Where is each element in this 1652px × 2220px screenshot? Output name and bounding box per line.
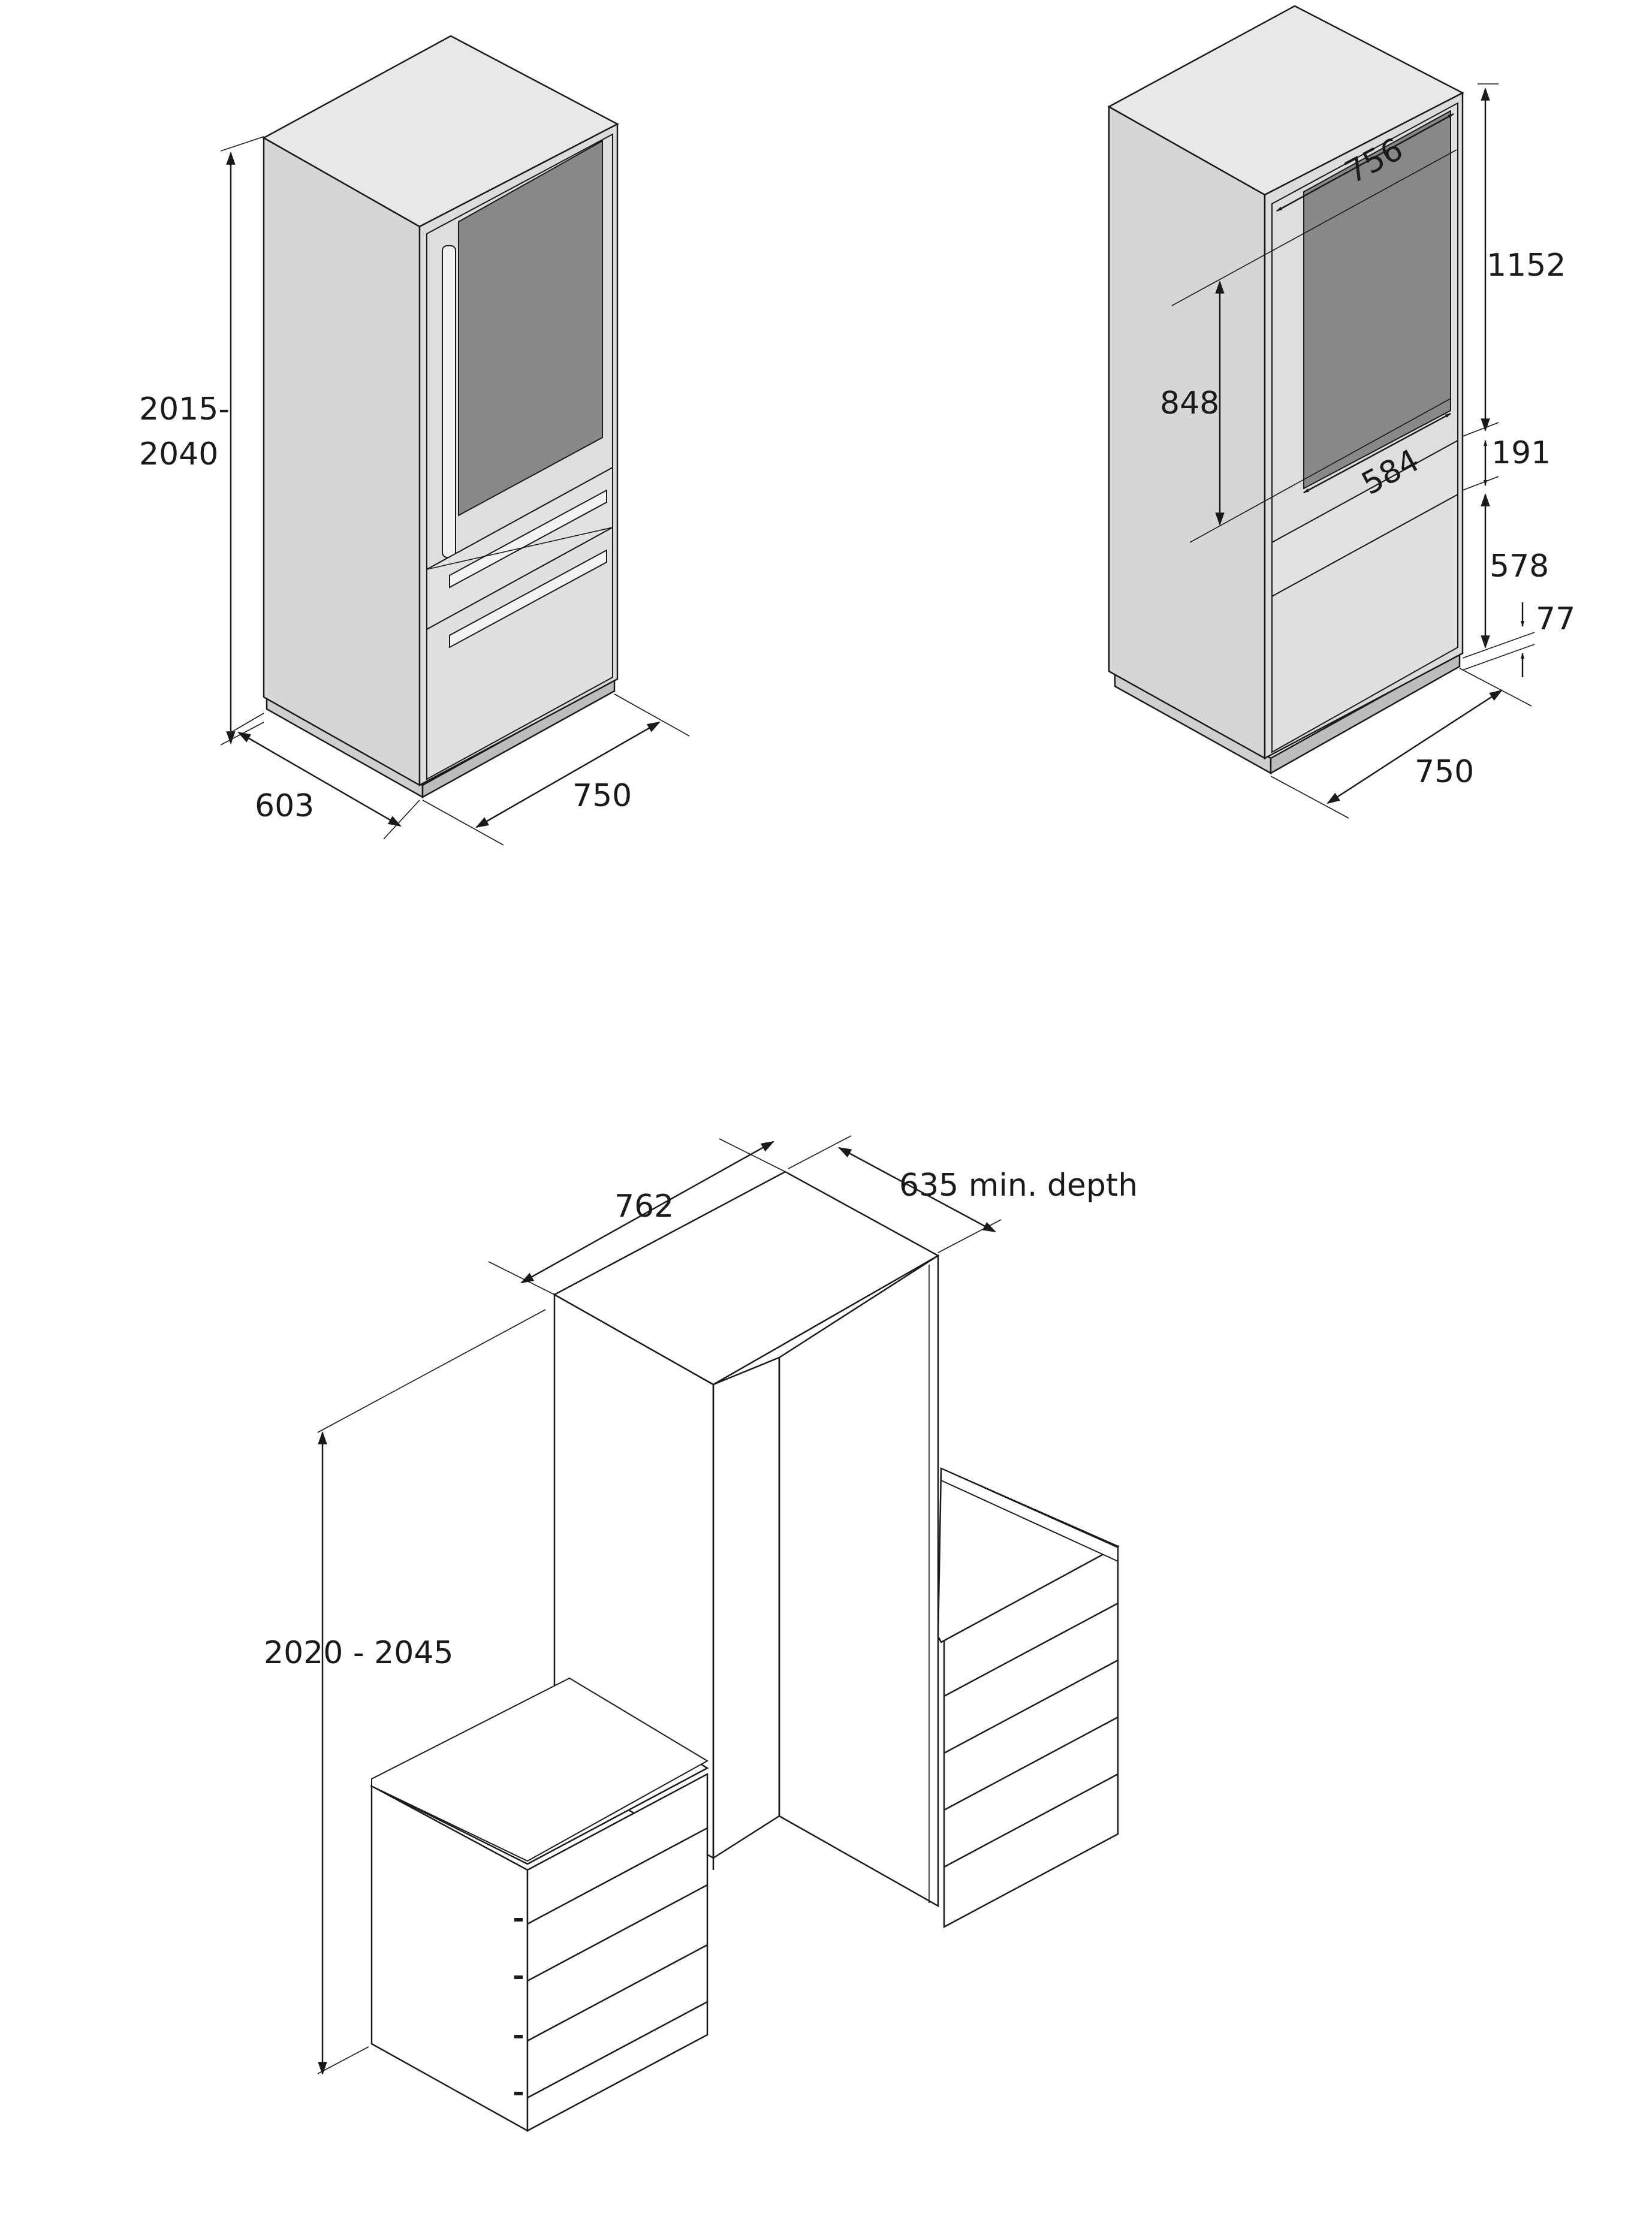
fridge-closed-dimensions <box>220 136 690 846</box>
lower-height-label: 578 <box>1490 548 1549 584</box>
bottom-depth-label: 750 <box>1415 754 1474 790</box>
niche-illustration <box>370 1171 1120 2132</box>
height-label-line1: 2015- <box>139 391 230 427</box>
niche-width-label: 762 <box>614 1189 674 1224</box>
upper-height-label: 1152 <box>1487 248 1566 283</box>
left-base-drawers <box>514 1827 708 2099</box>
depth-label: 750 <box>572 778 632 814</box>
plinth-height-label: 77 <box>1536 601 1575 637</box>
right-base-drawers <box>943 1602 1119 1868</box>
niche-height-label: 2020 - 2045 <box>264 1635 454 1671</box>
middle-height-label: 191 <box>1491 435 1551 471</box>
niche-depth-label: 635 min. depth <box>899 1168 1138 1203</box>
niche-dimensions <box>317 1135 1002 2076</box>
height-label-line2: 2040 <box>139 436 218 472</box>
inner-height-label: 848 <box>1160 385 1219 421</box>
fridge-closed-illustration <box>262 35 619 799</box>
width-label: 603 <box>255 788 314 824</box>
fridge-dimensioned-lines <box>1171 83 1535 819</box>
